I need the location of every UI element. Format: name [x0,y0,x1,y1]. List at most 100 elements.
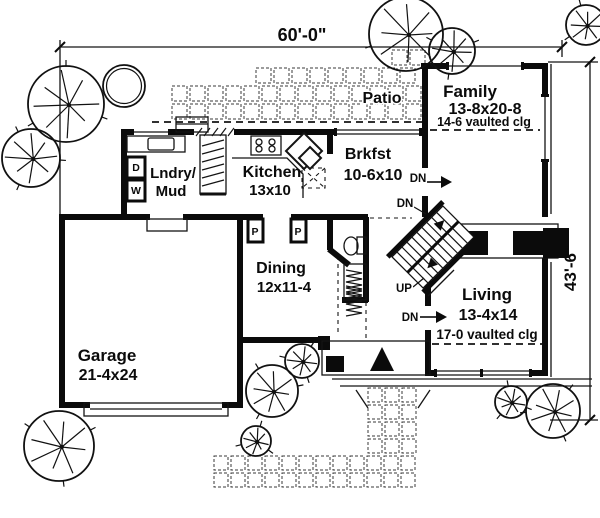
down-marker-2: DN [397,198,414,210]
paver-tile [332,455,348,471]
paver-tile [387,103,404,120]
family-ceiling-note: 14-6 vaulted clg [437,115,531,129]
paver-tile [298,455,314,471]
paver-tile [409,49,426,66]
tree-icon [365,0,444,72]
labels: 60'-0" 43'-6" Patio Family 13-8x20-8 14-… [78,25,580,384]
paver-tile [171,103,188,120]
tree-icon [426,27,480,80]
paver-tile [281,472,297,488]
paver-tile [367,404,383,420]
paver-tile [273,67,290,84]
paver-tile [345,67,362,84]
windows-doors [83,62,549,417]
paver-tile [207,85,224,102]
paver-tile [298,472,314,488]
hardscape-tiles [171,49,426,488]
overhang-lines [152,64,552,377]
paver-tile [384,404,400,420]
paver-tile [367,387,383,403]
tree-icon [564,0,600,46]
down-marker-1: DN [410,173,427,185]
paver-tile [369,103,386,120]
paver-tile [297,85,314,102]
pantry-marker-right: P [294,226,301,238]
paver-tile [189,85,206,102]
family-room-size: 13-8x20-8 [449,101,522,118]
breakfast-room-label: Brkfst [345,146,392,163]
kitchen-size: 13x10 [249,182,291,199]
tree-icon [235,420,274,457]
paver-tile [400,455,416,471]
overall-width-dimension: 60'-0" [278,25,327,45]
tree-icon [23,410,96,487]
paver-tile [401,404,417,420]
living-ceiling-note: 17-0 vaulted clg [436,327,537,342]
paver-tile [247,455,263,471]
family-room-label: Family [443,82,497,101]
paver-tile [349,472,365,488]
paver-tile [213,455,229,471]
paver-tile [384,438,400,454]
paver-tile [384,387,400,403]
paver-tile [213,472,229,488]
paver-tile [264,472,280,488]
paver-tile [261,85,278,102]
paver-tile [349,455,365,471]
tree-icon [1,126,66,191]
paver-tile [369,85,386,102]
paver-tile [399,67,416,84]
paver-tile [327,67,344,84]
tree-icon [102,64,146,108]
tree-icon [520,383,581,442]
paver-tile [225,103,242,120]
paver-tile [333,103,350,120]
paver-tile [279,103,296,120]
paver-tile [207,103,224,120]
dryer-marker: D [132,162,140,174]
paver-tile [401,438,417,454]
garage-size: 21-4x24 [79,367,138,384]
tree-icon [494,380,532,420]
paver-tile [351,103,368,120]
paver-tile [367,421,383,437]
laundry-label-line2: Mud [156,183,187,200]
paver-tile [405,85,422,102]
paver-tile [332,472,348,488]
paver-tile [189,103,206,120]
dimension-lines [54,40,598,426]
living-room-size: 13-4x14 [459,307,518,324]
paver-tile [230,472,246,488]
living-room-label: Living [462,285,512,304]
switchback-stairs [385,199,481,295]
paver-tile [261,103,278,120]
paver-tile [363,67,380,84]
garage-label: Garage [78,346,137,365]
paver-tile [401,387,417,403]
paver-tile [351,85,368,102]
tree-icon [245,363,304,420]
paver-tile [291,67,308,84]
paver-tile [366,455,382,471]
paver-tile [405,103,422,120]
paver-tile [387,85,404,102]
dining-room-size: 12x11-4 [257,279,312,296]
paver-tile [391,49,408,66]
paver-tile [243,85,260,102]
paver-tile [315,472,331,488]
breakfast-room-size: 10-6x10 [344,167,403,184]
paver-tile [381,67,398,84]
paver-tile [315,455,331,471]
paver-tile [243,103,260,120]
up-marker: UP [396,283,412,295]
paver-tile [400,472,416,488]
paver-tile [384,421,400,437]
pantry-marker-left: P [251,226,258,238]
paver-tile [247,472,263,488]
dining-room-label: Dining [256,260,306,277]
paver-tile [225,85,242,102]
patio-label: Patio [362,90,401,107]
paver-tile [315,103,332,120]
paver-tile [255,67,272,84]
